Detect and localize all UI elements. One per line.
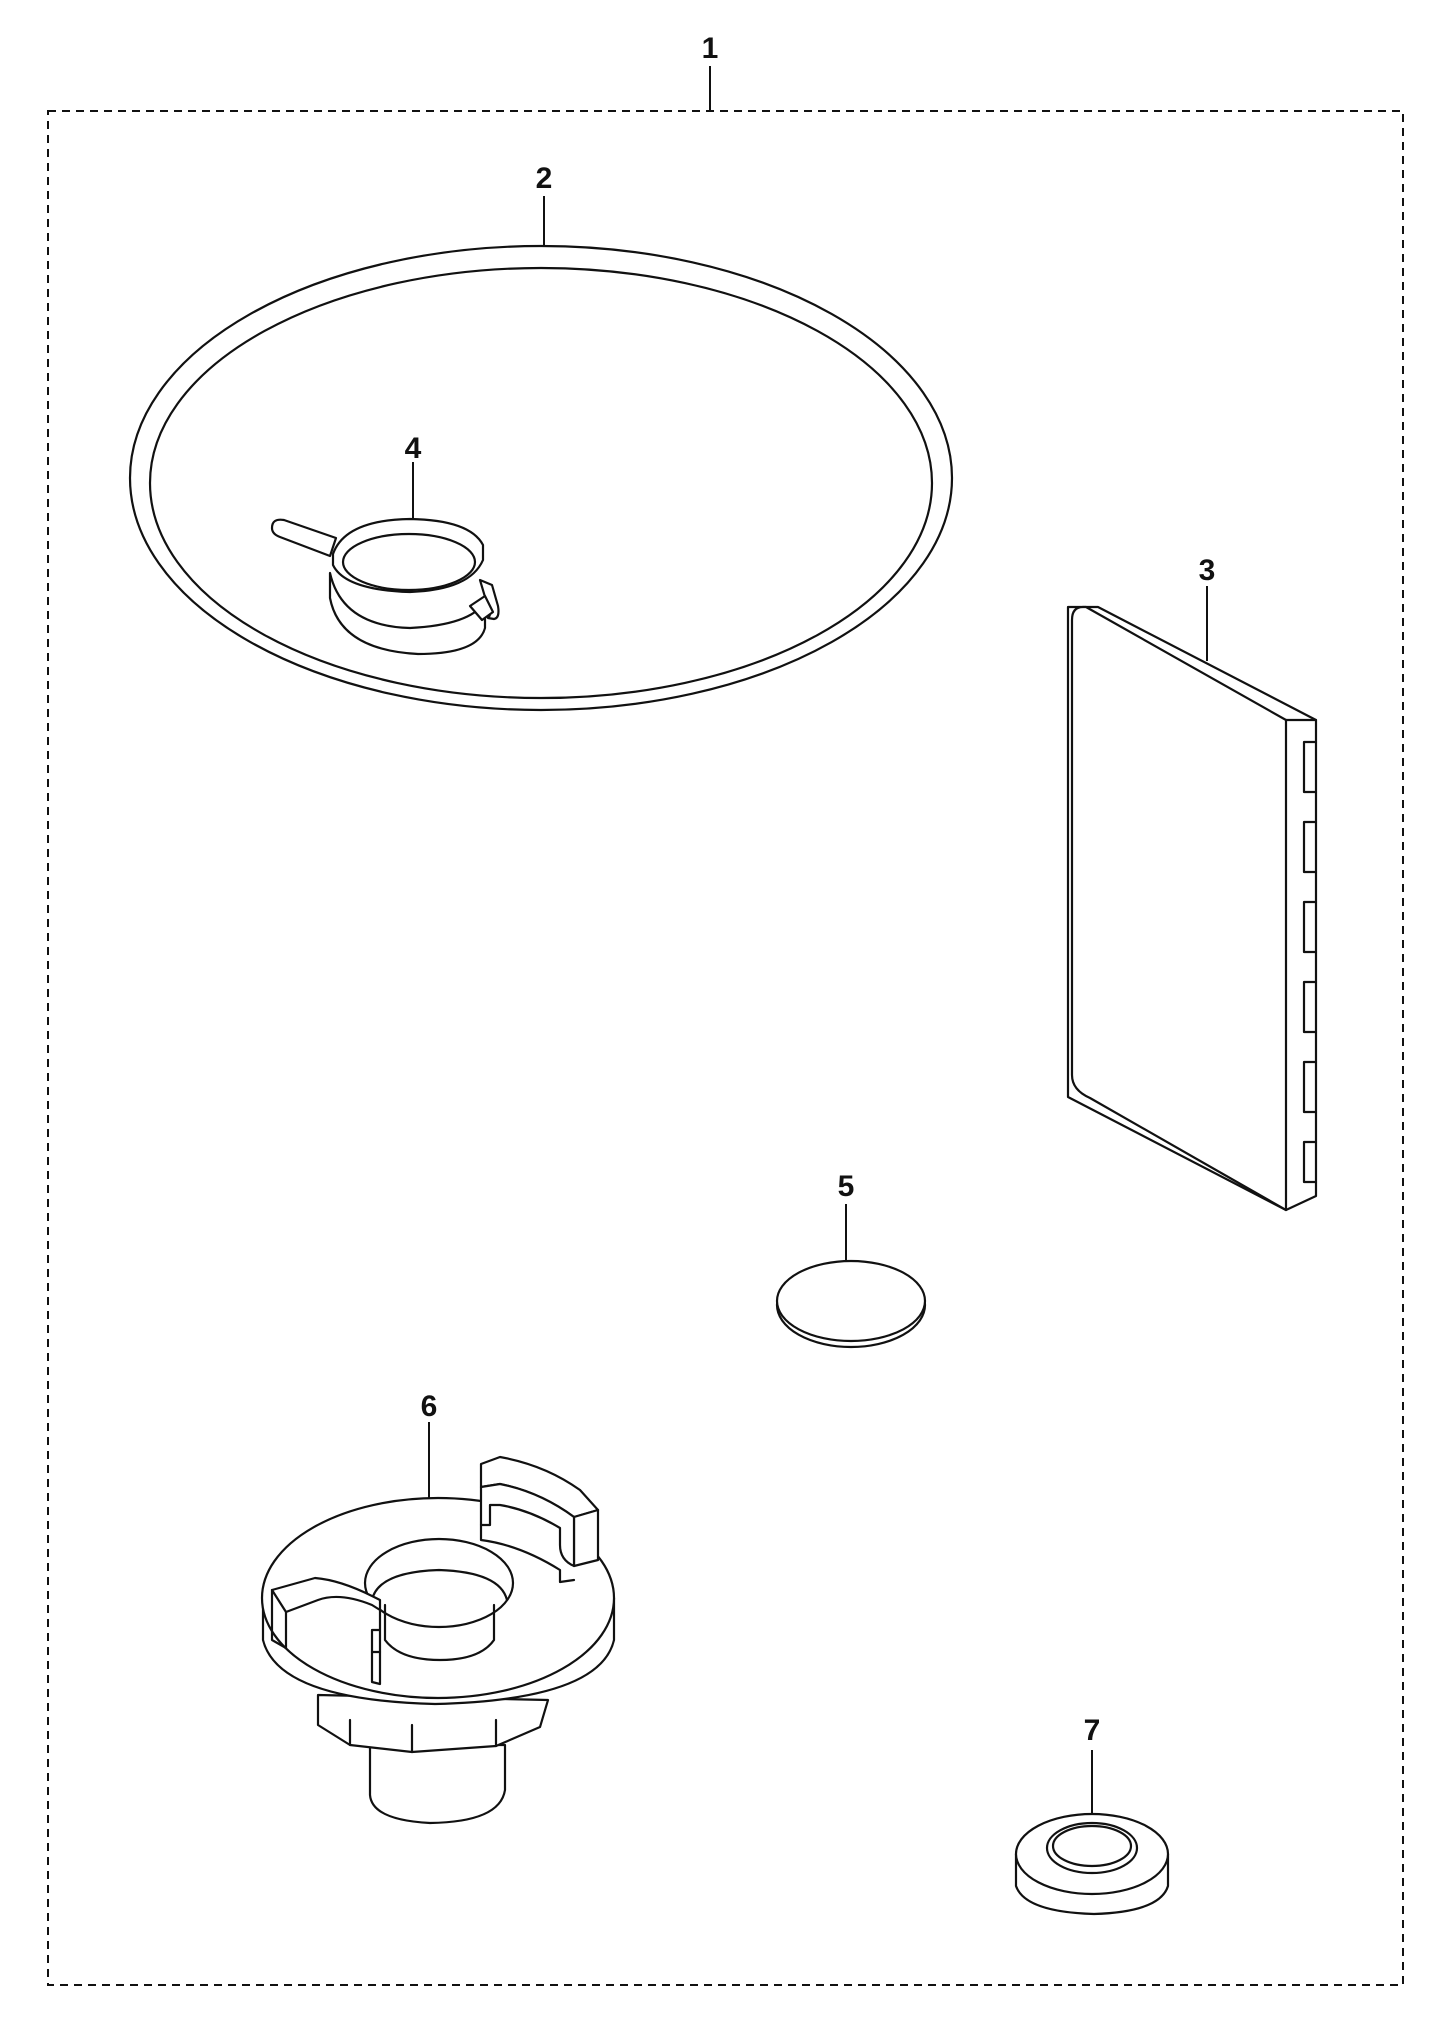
nozzle-lug-left xyxy=(270,1576,382,1654)
o-ring-inner xyxy=(148,266,934,700)
plate-front-face xyxy=(1070,605,1288,1212)
o-ring-outer xyxy=(128,244,954,712)
clip-inner-hole xyxy=(341,532,477,592)
callout-7: 7 xyxy=(1084,1714,1101,1747)
callout-5: 5 xyxy=(838,1170,855,1203)
callout-6: 6 xyxy=(421,1390,438,1423)
plate-part: 3 xyxy=(1066,554,1318,1212)
kit-group: 1 xyxy=(47,32,1404,1986)
callout-2: 2 xyxy=(536,162,553,195)
nozzle-neck xyxy=(368,1743,507,1825)
disc-part: 5 xyxy=(775,1170,927,1349)
callout-1: 1 xyxy=(702,32,719,65)
nozzle-bore-outer xyxy=(363,1537,515,1629)
kit-dashed-border xyxy=(47,110,1404,1986)
callout-4: 4 xyxy=(405,432,422,465)
clip-part: 4 xyxy=(270,432,500,656)
plate-notches xyxy=(1302,740,1318,1184)
cap-inner-ring xyxy=(1045,1821,1139,1875)
cap-inner-ring-2 xyxy=(1051,1824,1133,1868)
cap-part: 7 xyxy=(1014,1714,1170,1916)
nozzle-part: 6 xyxy=(260,1390,616,1825)
callout-3: 3 xyxy=(1199,554,1216,587)
clip-band xyxy=(328,571,487,656)
disc-face xyxy=(775,1259,927,1343)
clip-tab-left xyxy=(270,518,338,558)
clip-ring-top xyxy=(331,517,485,594)
o-ring-part: 2 xyxy=(128,162,954,712)
nozzle-hex xyxy=(316,1693,550,1754)
